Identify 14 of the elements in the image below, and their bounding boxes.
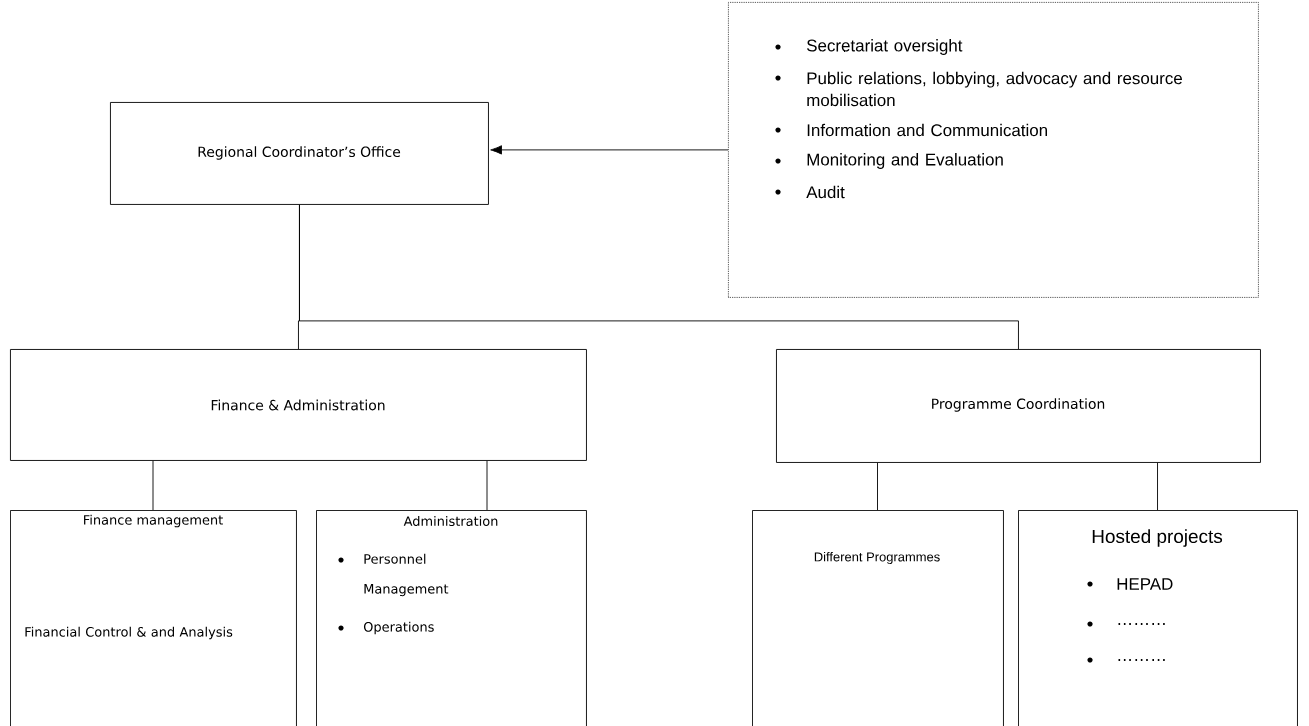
org-box: Secretariat oversight Public relations, lobbying, advocacy and resource mobilisation Information and Communication Monitoring and Evaluation Audit	[728, 2, 1259, 298]
connector	[1157, 462, 1158, 511]
org-box: Administration Personnel Management Operations	[316, 510, 587, 726]
connector	[486, 460, 488, 511]
org-box: Finance & Administration	[10, 349, 587, 461]
org-box: Different Programmes	[752, 510, 1004, 726]
org-box: Programme Coordination	[776, 349, 1261, 463]
connector	[299, 204, 1019, 350]
org-box: Finance management Financial Control & and Analysis	[10, 510, 297, 726]
org-box: Hosted projects HEPAD ……… ………	[1018, 510, 1298, 726]
org-box: Regional Coordinator’s Office	[110, 102, 489, 205]
connector	[490, 145, 729, 155]
connector	[877, 462, 878, 511]
connector	[152, 460, 154, 511]
